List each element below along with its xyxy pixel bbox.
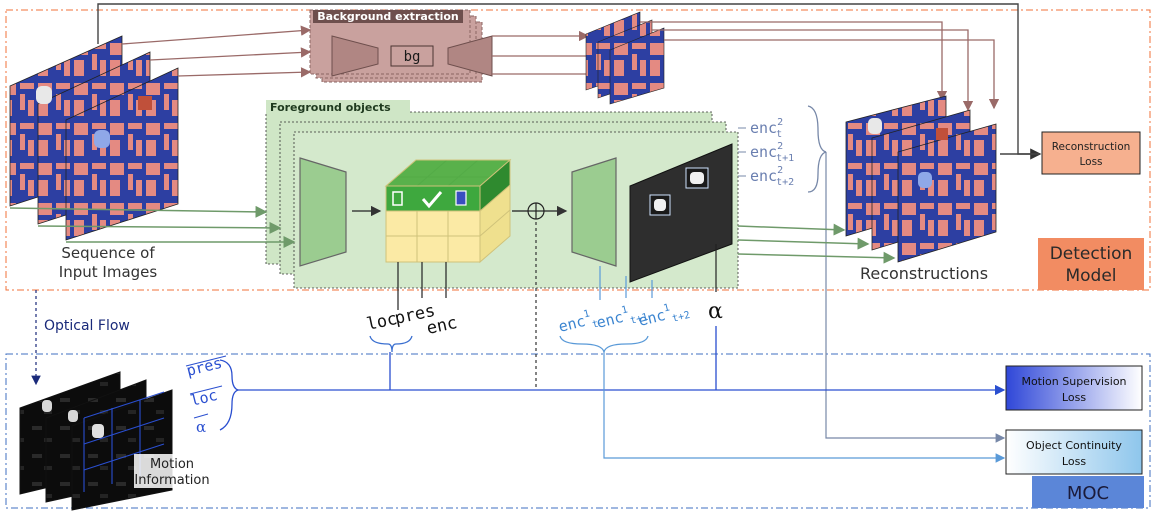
detection-label-2: Model: [1065, 266, 1116, 286]
ghost-sprite: [68, 410, 78, 422]
motion-supervision-loss-label-1: Motion Supervision: [1021, 375, 1126, 388]
foreground-objects-title: Foreground objects: [270, 101, 391, 114]
fg-input-arrow: [9, 205, 268, 218]
enc2-brace: [807, 105, 827, 193]
svg-text:loc: loc: [189, 386, 220, 410]
reconstruction-loss-box: [1041, 131, 1141, 175]
object-continuity-loss-label-2: Loss: [1062, 455, 1086, 468]
player-sprite: [936, 128, 948, 140]
ghost-sprite: [36, 86, 52, 104]
detection-label-1: Detection: [1050, 244, 1133, 264]
motion-label-1: Motion: [150, 457, 194, 472]
detection-model-region: [5, 9, 1151, 291]
bg-label: bg: [404, 49, 421, 65]
reconstructions-label: Reconstructions: [860, 264, 988, 283]
fg-output-arrow: [737, 237, 870, 250]
check-icon: [421, 191, 443, 209]
fg-output-arrow: [737, 251, 896, 264]
reconstruction-stack: [845, 95, 997, 263]
motion-variables: pres loc α: [185, 354, 227, 436]
motion-label-2: Information: [134, 473, 209, 488]
detection-model-badge: [1038, 238, 1144, 290]
object-continuity-loss-label-1: Object Continuity: [1026, 439, 1122, 452]
motion-supervision-loss-label-2: Loss: [1062, 391, 1086, 404]
background-extraction-title: Background extraction: [317, 10, 458, 23]
object-slot-icon: [455, 190, 467, 206]
svg-text:enc1t: enc1t: [556, 307, 600, 339]
sequence-label-1: Sequence of: [61, 244, 155, 262]
decoder-trapezoid: [571, 157, 617, 267]
moc-region: [5, 353, 1151, 509]
ghost-glimpse-icon: [690, 172, 704, 184]
bg-to-recon-arrow: [640, 21, 948, 102]
loc-pres-brace: [369, 335, 413, 353]
reconstruction-loss-label-2: Loss: [1079, 156, 1102, 168]
sequence-label-2: Input Images: [59, 263, 158, 281]
ghost-glimpse-icon: [654, 199, 666, 211]
ghost-sprite: [42, 400, 52, 412]
reconstruction-loss-label-1: Reconstruction: [1052, 141, 1131, 153]
fg-input-arrow: [37, 221, 282, 234]
background-extraction-block: [309, 9, 493, 83]
fg-output-arrow: [737, 223, 846, 236]
motion-information-stack: [19, 371, 173, 511]
motion-supervision-loss-box: [1005, 365, 1143, 411]
ghost-sprite: [94, 130, 110, 148]
svg-text:α: α: [196, 418, 206, 436]
player-sprite: [138, 96, 152, 110]
bg-input-arrow: [177, 67, 312, 78]
encoder-trapezoid: [299, 157, 347, 267]
svg-text:enc1t+2: enc1t+2: [636, 298, 691, 333]
optical-flow-label: Optical Flow: [44, 318, 130, 334]
enc1-to-continuity-arrow: [603, 352, 1006, 463]
enc2-to-continuity-arrow: [825, 152, 1006, 443]
input-image-stack: [9, 35, 179, 241]
bg-to-recon-arrow: [664, 39, 1000, 110]
moc-badge: [1032, 476, 1144, 508]
latent-grid-cube: [384, 158, 512, 264]
bg-to-recon-arrow: [652, 29, 974, 112]
enc1-brace: [559, 335, 649, 353]
alpha-label: α: [708, 299, 723, 324]
bg-input-arrow: [121, 25, 312, 45]
bg-input-arrow: [149, 47, 312, 61]
svg-text:enc1t+1: enc1t+1: [594, 300, 649, 335]
background-image-stack: [585, 11, 665, 105]
object-slot-icon: [392, 191, 403, 206]
ghost-sprite: [868, 118, 882, 134]
moc-label: MOC: [1067, 483, 1109, 504]
motion-label-bg: [134, 454, 210, 488]
ghost-sprite: [92, 424, 104, 438]
object-continuity-loss-box: [1005, 429, 1143, 475]
ghost-sprite: [918, 172, 932, 188]
enc1-labels: enc1t enc1t+1 enc1t+2: [556, 298, 692, 339]
